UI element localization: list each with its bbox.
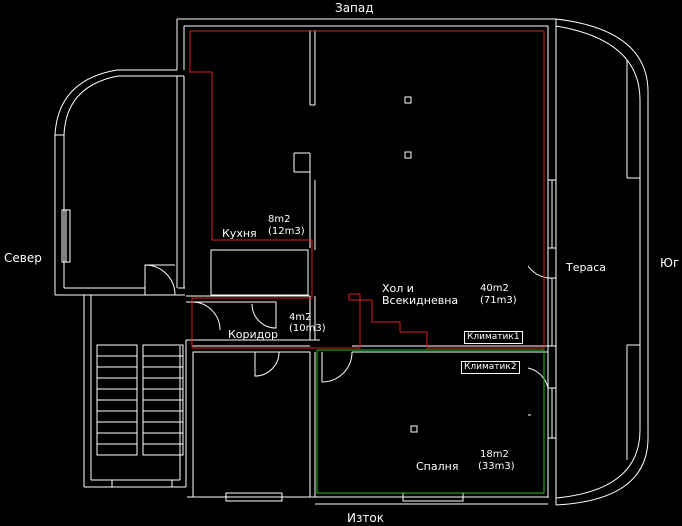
corridor-name: Коридор (228, 328, 278, 341)
bedroom-volume: (33m3) (478, 461, 515, 472)
hall-volume: (71m3) (480, 295, 517, 306)
hall-area: 40m2 (480, 283, 509, 294)
kitchen-area: 8m2 (268, 214, 291, 225)
walls (54, 18, 649, 506)
terrace-name: Тераса (566, 261, 606, 274)
compass-east-label: Изток (347, 511, 384, 525)
zone-outlines (189, 30, 545, 494)
bedroom-area: 18m2 (480, 449, 509, 460)
kitchen-volume: (12m3) (268, 226, 305, 237)
ac2-label: Климатик2 (461, 361, 520, 374)
compass-south-label: Юг (660, 256, 680, 270)
hall-name-line1: Хол и (382, 282, 414, 295)
corridor-area: 4m2 (289, 312, 312, 323)
ac1-label: Климатик1 (464, 331, 523, 344)
compass-north-label: Север (4, 251, 42, 265)
corridor-volume: (10m3) (289, 323, 326, 334)
bedroom-zone-outline (316, 349, 545, 494)
kitchen-name: Кухня (222, 227, 257, 240)
bedroom-name: Спалня (416, 460, 459, 473)
hall-name-line2: Всекидневна (382, 294, 459, 307)
compass-west-label: Запад (335, 1, 374, 15)
